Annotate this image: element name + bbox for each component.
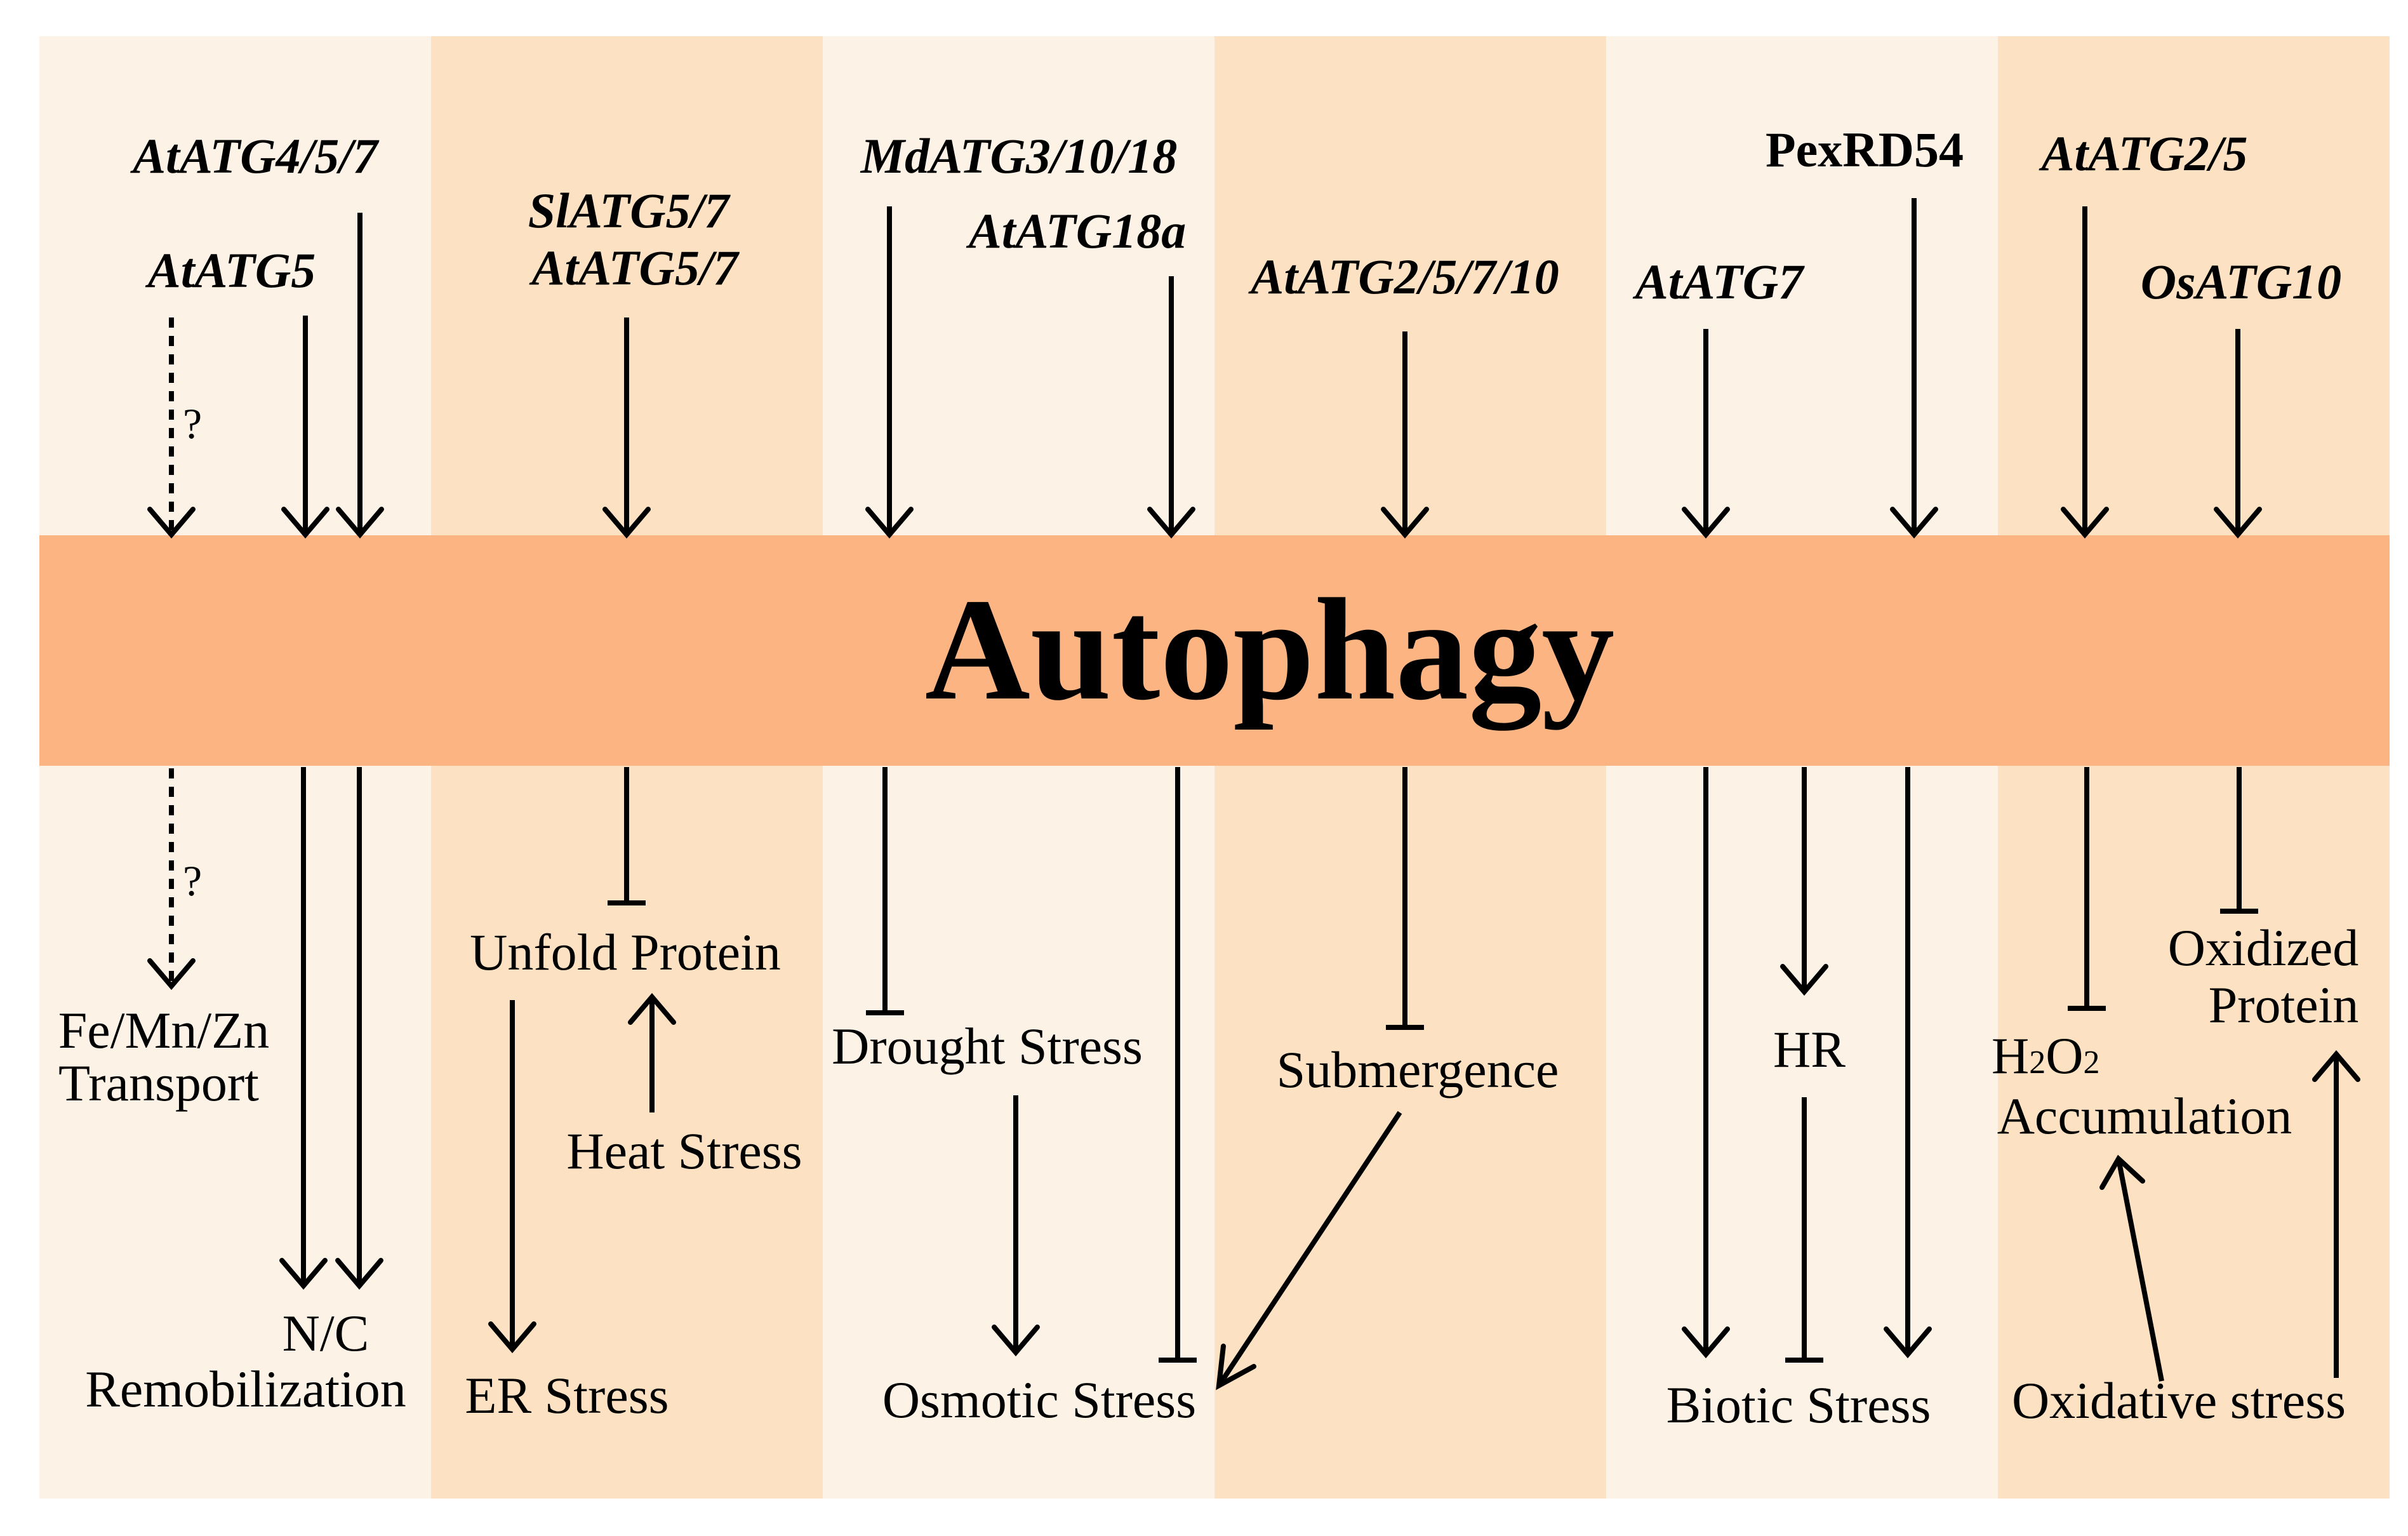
label-h2o2: H2O2	[1992, 1027, 2099, 1085]
arrow-osatg10	[2214, 329, 2262, 539]
unknown-mark-bottom: ?	[183, 857, 202, 905]
band-4	[1214, 36, 1606, 1499]
band-1	[39, 36, 431, 1499]
label-atatg5: AtATG5	[145, 243, 316, 298]
arrow-to-nc-2	[335, 767, 383, 1290]
arrow-to-biotic-2	[1884, 767, 1932, 1359]
label-pexrd54: PexRD54	[1766, 122, 1964, 177]
bottom-labels: Fe/Mn/Zn Transport N/C Remobilization Un…	[58, 919, 2359, 1434]
arrow-slatg	[602, 317, 651, 539]
top-gene-labels: AtATG4/5/7 AtATG5 SlATG5/7 AtATG5/7 MdAT…	[130, 122, 2341, 309]
label-transport: Transport	[58, 1054, 259, 1112]
inhibit-oxidized-protein	[2220, 767, 2258, 914]
label-nc: N/C	[283, 1304, 369, 1362]
arrow-unfold-to-er	[488, 1000, 536, 1354]
arrow-heat-to-unfold	[628, 992, 676, 1112]
arrow-mdatg	[865, 206, 914, 539]
inhibit-unfold-protein	[608, 767, 646, 905]
label-hr: HR	[1773, 1020, 1846, 1078]
inhibit-submergence	[1386, 767, 1424, 1030]
label-atatg5-7: AtATG5/7	[528, 240, 740, 295]
arrow-to-biotic-1	[1682, 767, 1730, 1359]
label-unfold-protein: Unfold Protein	[470, 923, 781, 981]
label-atatg7: AtATG7	[1632, 254, 1805, 309]
arrow-to-nc-1	[279, 767, 328, 1290]
label-biotic-stress: Biotic Stress	[1666, 1376, 1931, 1434]
arrow-atatg5	[281, 316, 329, 539]
label-remobilization: Remobilization	[85, 1360, 406, 1418]
label-drought-stress: Drought Stress	[832, 1017, 1143, 1075]
label-oxidative-stress: Oxidative stress	[2012, 1372, 2346, 1429]
label-fe-mn-zn: Fe/Mn/Zn	[58, 1001, 270, 1059]
inhibit-drought	[866, 767, 904, 1015]
arrow-atatg2-5	[2061, 206, 2109, 539]
label-submergence: Submergence	[1277, 1041, 1559, 1099]
background-bands	[39, 36, 2390, 1499]
label-accumulation: Accumulation	[1997, 1087, 2292, 1145]
label-protein: Protein	[2209, 976, 2359, 1034]
bottom-arrows: ?	[147, 767, 2360, 1391]
arrow-atatg4-5-7	[336, 213, 384, 539]
inhibit-osmotic	[1159, 767, 1197, 1363]
label-atatg2-5: AtATG2/5	[2038, 126, 2247, 181]
inhibit-h2o2	[2068, 767, 2106, 1011]
arrow-submergence-to-osmotic	[1216, 1111, 1402, 1391]
arrow-to-hr	[1780, 767, 1828, 996]
autophagy-bar	[39, 535, 2390, 766]
label-slatg5-7: SlATG5/7	[528, 183, 731, 238]
arrow-dotted-unknown-top	[147, 317, 196, 539]
arrow-atatg2-5-7-10	[1381, 331, 1429, 539]
label-osmotic-stress: Osmotic Stress	[882, 1371, 1196, 1429]
label-atatg4-5-7: AtATG4/5/7	[130, 128, 380, 184]
arrow-oxidative-to-h2o2	[2099, 1154, 2164, 1382]
inhibit-hr-biotic	[1785, 1097, 1823, 1363]
band-6	[1998, 36, 2390, 1499]
label-oxidized: Oxidized	[2168, 919, 2359, 977]
label-er-stress: ER Stress	[465, 1366, 669, 1424]
arrow-drought-to-osmotic	[992, 1095, 1040, 1357]
autophagy-title: Autophagy	[925, 568, 1614, 731]
label-atatg18a: AtATG18a	[966, 203, 1186, 258]
arrow-atatg18a	[1147, 276, 1195, 539]
top-arrows: ?	[147, 198, 2262, 539]
label-osatg10: OsATG10	[2141, 254, 2341, 309]
arrow-dotted-unknown-bottom	[147, 768, 196, 991]
arrow-oxidative-to-oxidized	[2312, 1050, 2360, 1378]
arrow-atatg7	[1682, 329, 1730, 539]
label-heat-stress: Heat Stress	[566, 1122, 802, 1180]
label-mdatg3-10-18: MdATG3/10/18	[860, 128, 1177, 184]
label-atatg2-5-7-10: AtATG2/5/7/10	[1247, 249, 1559, 304]
arrow-pexrd54	[1890, 198, 1938, 539]
unknown-mark-top: ?	[183, 399, 202, 448]
